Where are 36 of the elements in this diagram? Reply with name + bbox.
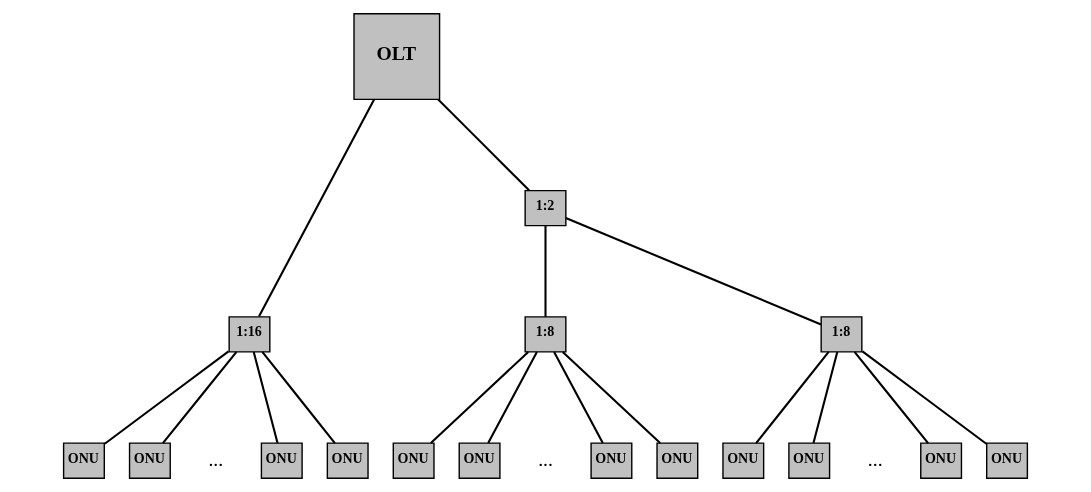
label: ... [208, 447, 224, 470]
node-box: ONU [62, 442, 105, 479]
connector [252, 351, 279, 444]
node-box: ONU [458, 442, 501, 479]
node-box: 1:16 [228, 316, 271, 353]
node-box: ONU [392, 442, 435, 479]
connector [430, 351, 529, 444]
node-box: OLT [353, 13, 441, 101]
connector [861, 350, 987, 445]
connector [853, 351, 929, 444]
node-box: ONU [986, 442, 1029, 479]
connector [487, 351, 538, 444]
connector [261, 351, 336, 444]
connector [562, 351, 661, 444]
node-box: ONU [788, 442, 831, 479]
connector [553, 351, 604, 444]
node-box: ONU [260, 442, 303, 479]
connector [162, 351, 238, 444]
connector [755, 351, 830, 444]
node-box: ONU [128, 442, 171, 479]
node-box: 1:8 [524, 316, 567, 353]
connector [437, 98, 530, 192]
connector [258, 98, 376, 317]
node-box: ONU [920, 442, 963, 479]
node-box: ONU [722, 442, 765, 479]
label: ... [538, 447, 553, 470]
connector [812, 351, 839, 444]
node-box: 1:2 [524, 189, 567, 227]
label: ... [867, 447, 883, 470]
node-box: ONU [590, 442, 633, 479]
connector [544, 225, 547, 317]
node-box: ONU [656, 442, 699, 479]
connector [565, 217, 822, 326]
node-box: ONU [326, 442, 369, 479]
connector [104, 350, 230, 445]
node-box: 1:8 [820, 316, 863, 353]
